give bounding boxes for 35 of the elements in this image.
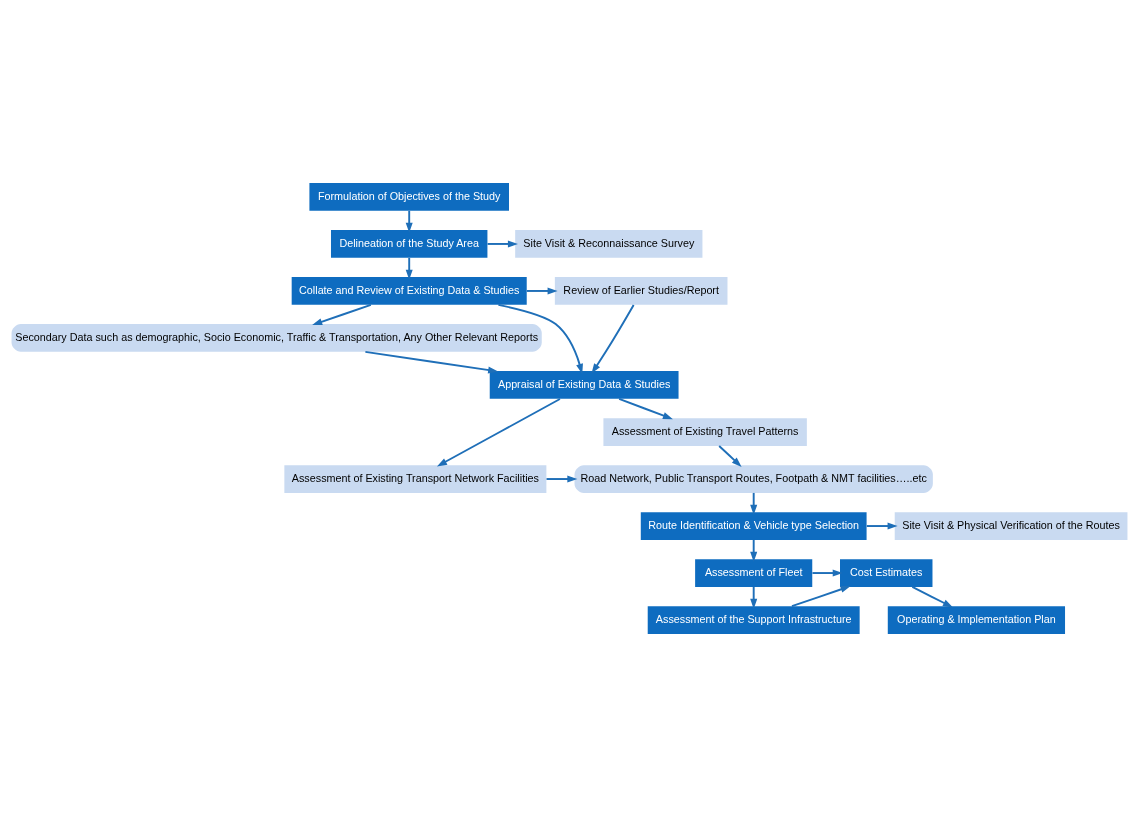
arrow [911, 585, 953, 607]
arrow [497, 303, 583, 374]
node-box: Assessment of Existing Transport Network Facilities [284, 464, 547, 493]
arrow [618, 397, 673, 419]
node-box: Operating & Implementation Plan [887, 605, 1066, 634]
arrow [811, 569, 843, 577]
arrow [436, 397, 561, 466]
node-box: Assessment of Existing Travel Patterns [603, 417, 807, 446]
arrow [405, 256, 413, 280]
node-box: Collate and Review of Existing Data & Studies [291, 276, 527, 305]
node-box: Review of Earlier Studies/Report [554, 276, 728, 305]
arrow [405, 209, 413, 233]
node-box: Assessment of Fleet [695, 558, 813, 587]
arrow [364, 350, 499, 374]
node-box: Cost Estimates [840, 558, 933, 587]
node-box: Site Visit & Physical Verification of the Routes [894, 511, 1128, 540]
arrow [750, 538, 758, 562]
arrow [718, 444, 742, 467]
arrow [750, 585, 758, 609]
arrow [790, 585, 851, 607]
arrow [312, 303, 372, 325]
arrow [591, 303, 635, 373]
node-box: Assessment of the Support Infrastructure [647, 605, 860, 634]
node-box: Formulation of Objectives of the Study [309, 182, 509, 211]
arrow [486, 239, 518, 247]
node-box: Appraisal of Existing Data & Studies [489, 370, 679, 399]
arrow [865, 522, 898, 530]
node-box: Secondary Data such as demographic, Socio Economic, Traffic & Transportation, Any Other Relevant Reports [11, 323, 542, 352]
arrow [525, 286, 558, 294]
node-box: Route Identification & Vehicle type Selection [640, 511, 867, 540]
arrow [750, 491, 758, 515]
node-box: Site Visit & Reconnaissance Survey [515, 229, 703, 258]
node-box: Road Network, Public Transport Routes, Footpath & NMT facilities…..etc [574, 464, 933, 493]
node-box: Delineation of the Study Area [331, 229, 488, 258]
arrow [545, 475, 578, 483]
